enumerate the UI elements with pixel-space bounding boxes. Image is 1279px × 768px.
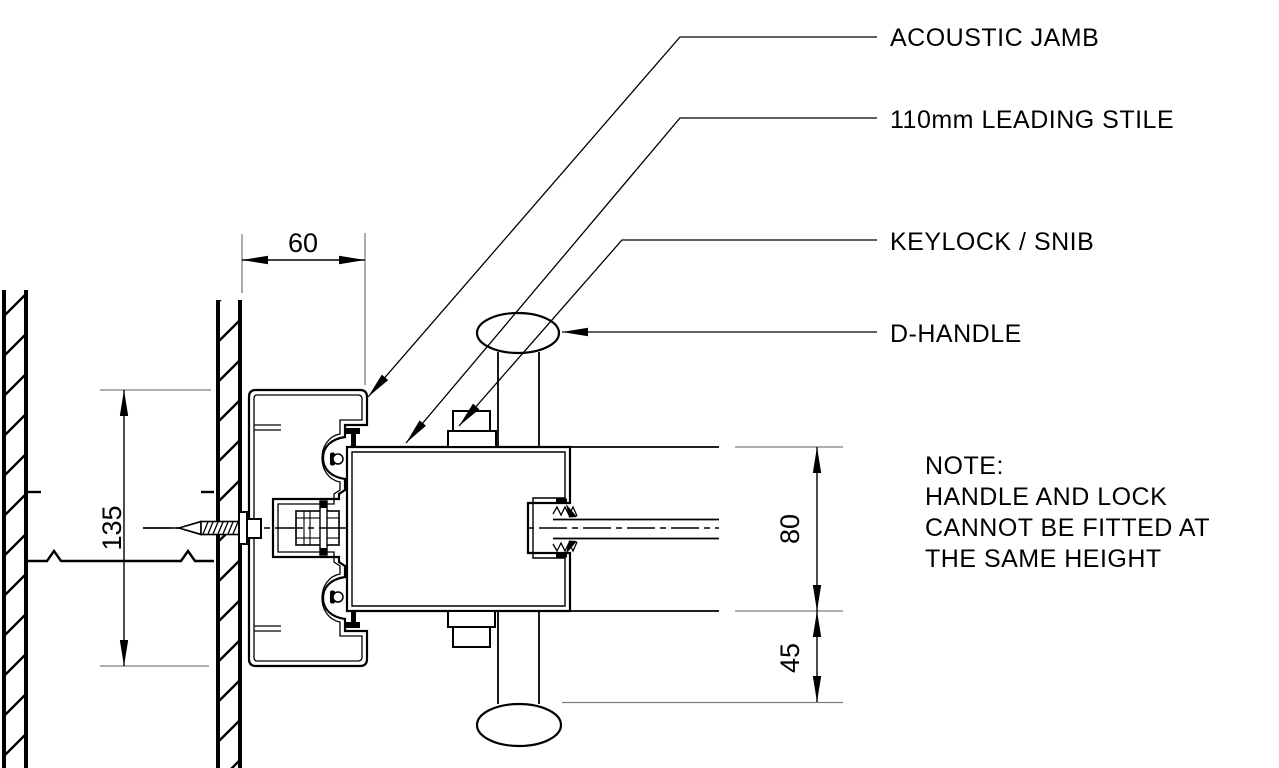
dimension-80: 80 [775,447,822,702]
dimension-135: 135 [97,390,129,666]
keylock-snib-bottom [447,610,496,648]
acoustic-seal-top [346,428,360,447]
dim-45-text: 45 [775,643,805,673]
note-line-3: THE SAME HEIGHT [925,545,1162,573]
dim-60-text: 60 [288,228,318,258]
leader-lines [367,36,877,444]
keylock-snib-top [447,410,497,448]
d-handle-top [475,311,561,447]
screw-boss-top [330,452,344,466]
leader-arrowheads [368,327,588,443]
leading-stile [345,445,572,613]
d-handle-bottom [475,611,563,748]
dimension-60: 60 [242,228,365,265]
note-block: NOTE: HANDLE AND LOCK CANNOT BE FITTED A… [925,452,1210,573]
note-line-2: CANNOT BE FITTED AT [925,514,1210,542]
acoustic-seal-bottom [346,609,360,628]
wall-left [2,290,28,768]
dimension-45: 45 [775,611,822,702]
callout-leading-stile: 110mm LEADING STILE [890,106,1174,134]
fixing-screw [143,511,262,545]
glazing-gasket-top [552,505,578,517]
callout-d-handle: D-HANDLE [890,320,1022,348]
screw-boss-bottom [330,590,344,604]
dim-80-text: 80 [775,514,805,544]
extension-lines [100,233,843,704]
leader-acoustic-jamb [367,36,877,398]
leader-keylock [458,239,877,427]
note-line-1: HANDLE AND LOCK [925,483,1167,511]
leader-leading-stile [405,117,877,444]
acoustic-jamb-profile [247,388,369,668]
glazing-gasket-bottom [552,541,578,553]
dim-135-text: 135 [97,505,127,550]
callout-labels: ACOUSTIC JAMB 110mm LEADING STILE KEYLOC… [890,24,1174,348]
callout-acoustic-jamb: ACOUSTIC JAMB [890,24,1099,52]
note-title: NOTE: [925,452,1004,480]
wall-break-line [28,490,214,563]
callout-keylock-snib: KEYLOCK / SNIB [890,228,1094,256]
glass-panel [552,446,719,612]
